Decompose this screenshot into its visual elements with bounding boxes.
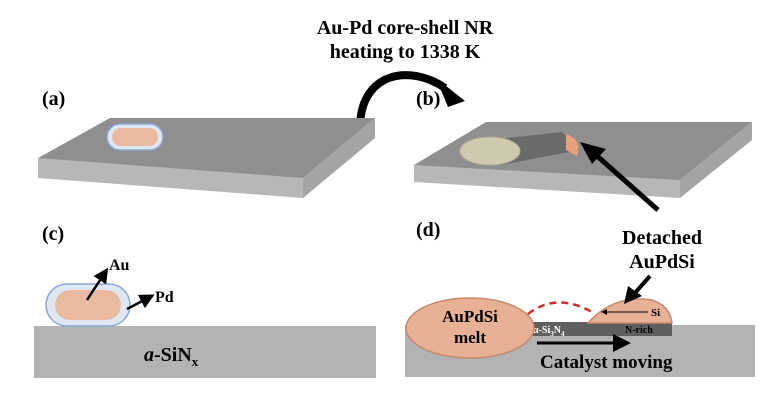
detached-label-line-1: Detached xyxy=(622,227,702,249)
pd-arrow-icon xyxy=(126,294,155,311)
nrich-label: N-rich xyxy=(625,325,653,336)
slab-a-side xyxy=(303,118,375,198)
slab-a-front xyxy=(38,158,303,198)
detached-arrow-icon xyxy=(624,274,652,304)
substrate-c xyxy=(34,326,376,378)
panel-label-a: (a) xyxy=(42,88,65,110)
slab-b-side xyxy=(680,122,752,198)
panel-label-d: (d) xyxy=(416,219,440,241)
au-arrow-icon xyxy=(85,267,109,301)
title-line-2: heating to 1338 K xyxy=(330,41,481,63)
aupdsi-melt xyxy=(405,297,535,359)
detached-aupdsi-drop xyxy=(586,298,673,324)
slab-b-top xyxy=(414,122,752,180)
nanorod-a xyxy=(106,123,164,151)
slab-b-front xyxy=(414,165,680,198)
panel-label-b: (b) xyxy=(416,88,440,110)
melt-label-line-2: melt xyxy=(454,328,486,347)
detached-label-line-2: AuPdSi xyxy=(629,251,695,273)
au-label: Au xyxy=(109,257,130,274)
pointer-arrow-icon xyxy=(580,142,660,212)
si-label: Si xyxy=(651,307,660,319)
nanorod-c xyxy=(45,283,131,327)
catalyst-moving-label: Catalyst moving xyxy=(540,352,673,373)
panel-label-c: (c) xyxy=(42,223,64,245)
substrate-c-label: a-SiNx xyxy=(144,344,199,369)
olive-droplet-b xyxy=(459,136,521,166)
asin-track xyxy=(528,322,672,336)
slab-b xyxy=(414,122,752,198)
detached-droplet-b xyxy=(566,134,579,156)
slab-a xyxy=(38,118,375,198)
melt-label-line-1: AuPdSi xyxy=(442,307,498,326)
curved-arrow-icon xyxy=(356,71,465,126)
dashed-arc xyxy=(527,301,593,315)
asin-label: α-Si3N4 xyxy=(533,325,565,338)
pd-label: Pd xyxy=(155,289,174,306)
title-line-1: Au-Pd core-shell NR xyxy=(317,17,494,39)
